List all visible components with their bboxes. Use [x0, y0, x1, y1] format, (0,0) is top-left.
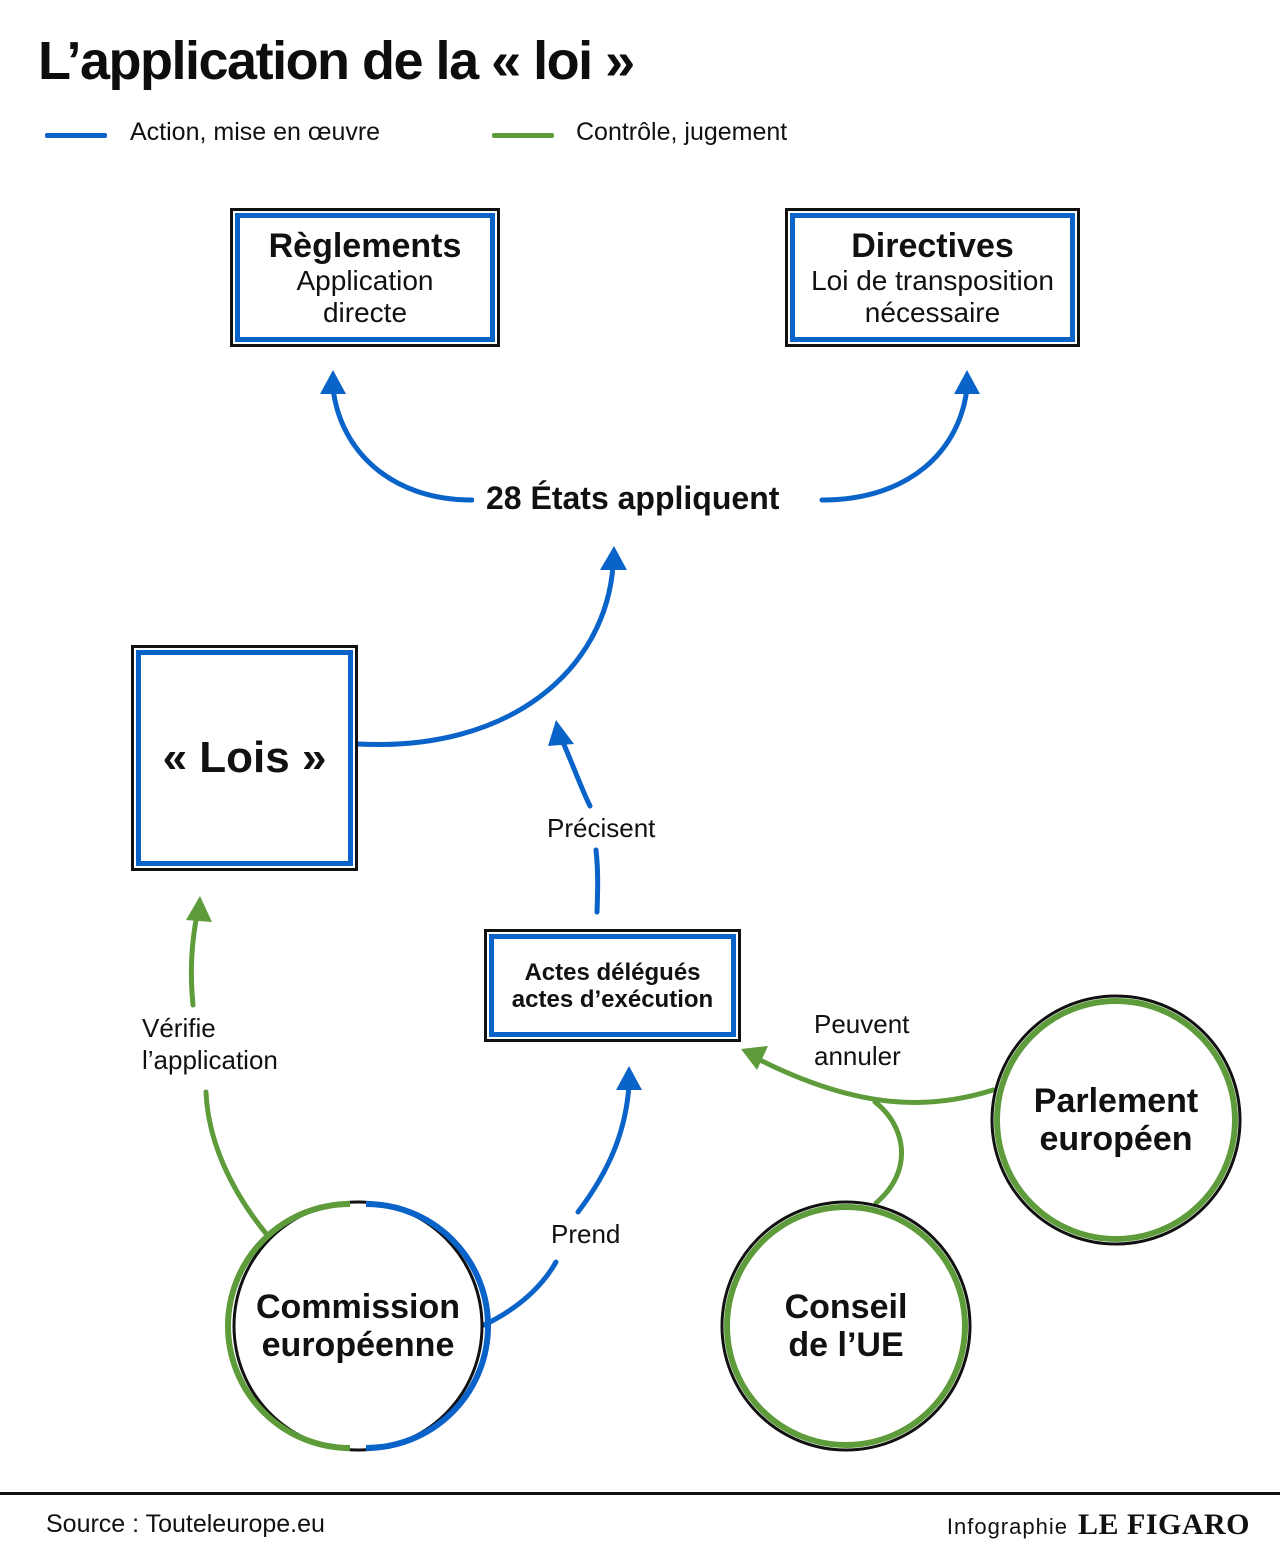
- directives-title: Directives: [851, 226, 1014, 265]
- parlement-node: Parlement européen: [996, 1000, 1236, 1240]
- arrow-head-etats: [600, 546, 627, 570]
- etats-label: 28 États appliquent: [474, 480, 792, 517]
- conseil-line2: de l’UE: [788, 1326, 904, 1364]
- legend-action-label: Action, mise en œuvre: [130, 118, 381, 146]
- footer-divider: [0, 1492, 1280, 1495]
- directives-box: Directives Loi de transposition nécessai…: [785, 208, 1080, 347]
- lois-label: « Lois »: [162, 733, 327, 782]
- actes-box: Actes délégués actes d’exécution: [484, 929, 741, 1042]
- credit-brand-logo: LE FIGARO: [1077, 1508, 1250, 1541]
- parlement-line2: européen: [1039, 1120, 1193, 1158]
- commission-green-arc: [225, 1201, 351, 1451]
- directives-line1: Loi de transposition: [811, 264, 1054, 296]
- peuvent-label-line1: Peuvent: [814, 1009, 910, 1039]
- reglements-box: Règlements Application directe: [230, 208, 500, 347]
- directives-line2: nécessaire: [864, 296, 1001, 328]
- arrow-head-verifie: [186, 896, 212, 922]
- arrow-head-prend: [616, 1066, 642, 1090]
- parlement-line1: Parlement: [1033, 1082, 1199, 1120]
- arrow-commission-prend-upper: [575, 1082, 632, 1215]
- legend-action-line: [45, 133, 107, 138]
- actes-line2: actes d’exécution: [511, 985, 714, 1013]
- conseil-node: Conseil de l’UE: [726, 1206, 966, 1446]
- conseil-circle-outline: [720, 1200, 972, 1452]
- prend-label: Prend: [551, 1219, 621, 1249]
- reglements-title: Règlements: [268, 226, 462, 265]
- credit: Infographie LE FIGARO: [947, 1508, 1250, 1542]
- commission-line2: européenne: [261, 1326, 455, 1364]
- commission-node: Commission européenne: [238, 1206, 478, 1446]
- arrow-actes-precisent-upper: [559, 737, 593, 809]
- arrow-etats-to-directives: [819, 385, 970, 503]
- lois-box: « Lois »: [131, 645, 358, 871]
- reglements-line2: directe: [322, 296, 408, 328]
- reglements-line1: Application: [296, 264, 434, 296]
- arrow-etats-to-reglements: [330, 385, 475, 503]
- arrow-head-directives: [954, 370, 980, 394]
- arrow-head-annuler: [741, 1046, 768, 1070]
- parlement-circle-outline: [990, 994, 1242, 1246]
- arrow-conseil-branch: [872, 1099, 904, 1206]
- commission-blue-arc: [365, 1201, 491, 1451]
- legend-control-line: [492, 133, 554, 138]
- verifie-label-line2: l’application: [142, 1045, 278, 1075]
- arrow-parlement-annuler: [757, 1057, 996, 1105]
- verifie-label-line1: Vérifie: [142, 1013, 216, 1043]
- peuvent-label-line2: annuler: [814, 1041, 901, 1071]
- arrow-lois-to-etats: [355, 563, 616, 748]
- credit-prefix: Infographie: [946, 1514, 1068, 1539]
- page-title: L’application de la « loi »: [38, 31, 635, 91]
- legend-control-label: Contrôle, jugement: [576, 118, 788, 146]
- arrow-head-precisent: [548, 720, 574, 746]
- precisent-label: Précisent: [547, 813, 656, 843]
- arrow-verifie-upper: [188, 912, 200, 1008]
- actes-line1: Actes délégués: [524, 958, 701, 986]
- commission-circle-outline: [225, 1200, 491, 1452]
- arrow-head-reglements: [320, 370, 346, 394]
- source-text: Source : Touteleurope.eu: [46, 1510, 325, 1538]
- arrow-commission-prend-lower: [481, 1259, 559, 1328]
- conseil-line1: Conseil: [784, 1288, 908, 1326]
- arrow-verifie-lower: [203, 1089, 271, 1239]
- commission-line1: Commission: [255, 1288, 461, 1326]
- arrow-actes-precisent-lower: [593, 847, 601, 915]
